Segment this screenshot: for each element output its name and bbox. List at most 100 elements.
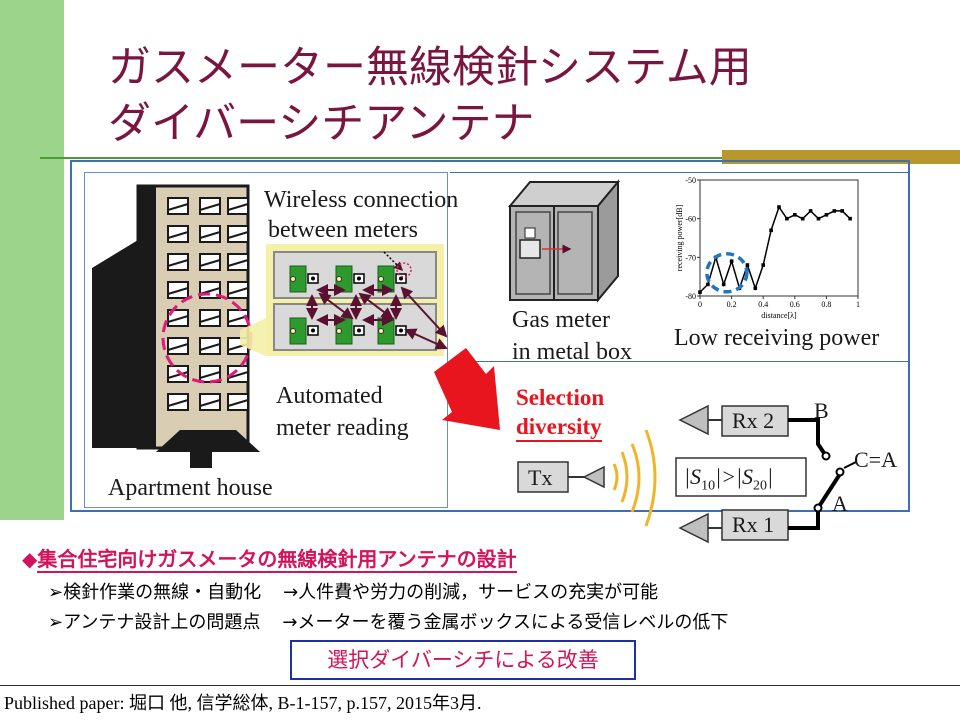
data-point [777, 205, 781, 209]
title-line-1: ガスメーター無線検針システム用 [108, 43, 752, 93]
arrow-bullet-icon: ➢ [48, 612, 64, 633]
sub-bullet-1-b: →人件費や労力の削減，サービスの充実が可能 [283, 582, 659, 603]
x-tick-label: 0.8 [821, 300, 831, 309]
arrow-bullet-icon: ➢ [48, 582, 64, 603]
window-rail [199, 259, 221, 267]
gas-meter-box-icon [507, 179, 621, 303]
radio-module-dot [311, 328, 315, 333]
window-rail [167, 203, 189, 211]
data-point [848, 216, 852, 221]
window-rail [227, 287, 249, 295]
tx-label: Tx [528, 465, 553, 490]
data-point [800, 216, 805, 221]
side-accent-bar [0, 0, 64, 520]
y-tick-label: -50 [685, 176, 696, 185]
footer-citation: Published paper: 堀口 他, 信学総体, B-1-157, p.… [4, 693, 482, 713]
meter-port [336, 328, 342, 334]
window-rail [199, 371, 221, 379]
y-tick-label: -70 [685, 253, 696, 262]
apartment-label: Apartment house [108, 475, 273, 501]
improvement-callout: 選択ダイバーシチによる改善 [290, 640, 636, 680]
selection-label-line1: Selection [516, 385, 605, 410]
title-line-2: ダイバーシチアンテナ [108, 99, 535, 149]
data-point [698, 290, 702, 294]
node-c-label: C=A [854, 447, 897, 472]
x-tick-label: 1 [856, 300, 860, 309]
window-rail [167, 287, 189, 295]
main-bullet: ◆集合住宅向けガスメータの無線検針用アンテナの設計 [22, 543, 517, 573]
gas-meter-label-line1: Gas meter [512, 307, 610, 333]
data-point [808, 209, 813, 213]
sub-bullet-2: ➢アンテナ設計上の問題点 →メーターを覆う金属ボックスによる受信レベルの低下 [48, 608, 728, 634]
data-point [753, 286, 758, 291]
node-b-label: B [814, 398, 829, 423]
rx1-label: Rx 1 [732, 512, 775, 537]
window-rail [199, 399, 221, 407]
diversity-condition: |S10|>|S20| [684, 464, 774, 494]
window-rail [167, 399, 189, 407]
y-tick-label: -60 [685, 215, 696, 224]
data-point [761, 263, 765, 267]
y-axis-label: receiving power[dB] [675, 204, 684, 271]
sub-bullet-1: ➢検針作業の無線・自動化→人件費や労力の削減，サービスの充実が可能 [48, 578, 658, 604]
meter-port [336, 276, 342, 282]
data-point [793, 213, 797, 217]
data-point [824, 213, 829, 217]
low-power-highlight-circle [705, 252, 749, 294]
data-point [840, 209, 844, 213]
data-point [832, 209, 837, 213]
window-rail [227, 231, 249, 239]
gas-meter-label-line2: in metal box [512, 339, 632, 365]
low-power-label: Low receiving power [674, 325, 880, 351]
window-rail [199, 315, 221, 323]
data-point [769, 228, 773, 233]
data-point [816, 216, 821, 221]
data-point [785, 216, 789, 221]
apartment-building-icon [92, 184, 260, 468]
window-rail [199, 343, 221, 351]
chart-plot-area [699, 179, 859, 297]
meter-port [378, 328, 384, 334]
diamond-icon: ◆ [22, 547, 38, 571]
main-bullet-text: 集合住宅向けガスメータの無線検針用アンテナの設計 [37, 547, 517, 573]
node-a-label: A [832, 491, 848, 516]
meter-port [290, 276, 296, 282]
meters-panel [266, 244, 448, 356]
radio-module-dot [399, 328, 403, 333]
sub-bullet-2-a: アンテナ設計上の問題点 [63, 612, 261, 633]
automated-label-line2: meter reading [276, 415, 409, 441]
data-point [721, 282, 726, 287]
diversity-diagram [517, 404, 857, 544]
x-tick-label: 0 [698, 300, 702, 309]
x-axis-label: distance[λ] [761, 311, 797, 320]
meter-port [378, 276, 384, 282]
y-tick-label: -80 [685, 292, 696, 301]
window-rail [167, 343, 189, 351]
wireless-label-line2: between meters [268, 217, 418, 243]
radio-module-dot [357, 276, 361, 281]
sub-bullet-2-b: →メーターを覆う金属ボックスによる受信レベルの低下 [282, 612, 729, 633]
window-rail [227, 259, 249, 267]
x-tick-label: 0.4 [758, 300, 768, 309]
window-rail [227, 203, 249, 211]
window-rail [167, 315, 189, 323]
radio-module-dot [357, 328, 361, 333]
wireless-label-line1: Wireless connection [264, 187, 459, 213]
radio-module-dot [311, 276, 315, 281]
window-rail [167, 371, 189, 379]
title-underline [40, 157, 920, 159]
window-rail [167, 259, 189, 267]
footer-divider [0, 685, 960, 686]
slide-title: ガスメーター無線検針システム用 ダイバーシチアンテナ [108, 40, 752, 152]
x-tick-label: 0.6 [790, 300, 800, 309]
rx2-label: Rx 2 [732, 408, 775, 433]
radio-module-dot [399, 276, 403, 281]
gas-meter-frame [450, 172, 910, 362]
window-rail [167, 231, 189, 239]
window-rail [199, 231, 221, 239]
data-point [729, 259, 734, 263]
data-point [706, 282, 710, 287]
selection-label-line2: diversity [516, 414, 602, 442]
